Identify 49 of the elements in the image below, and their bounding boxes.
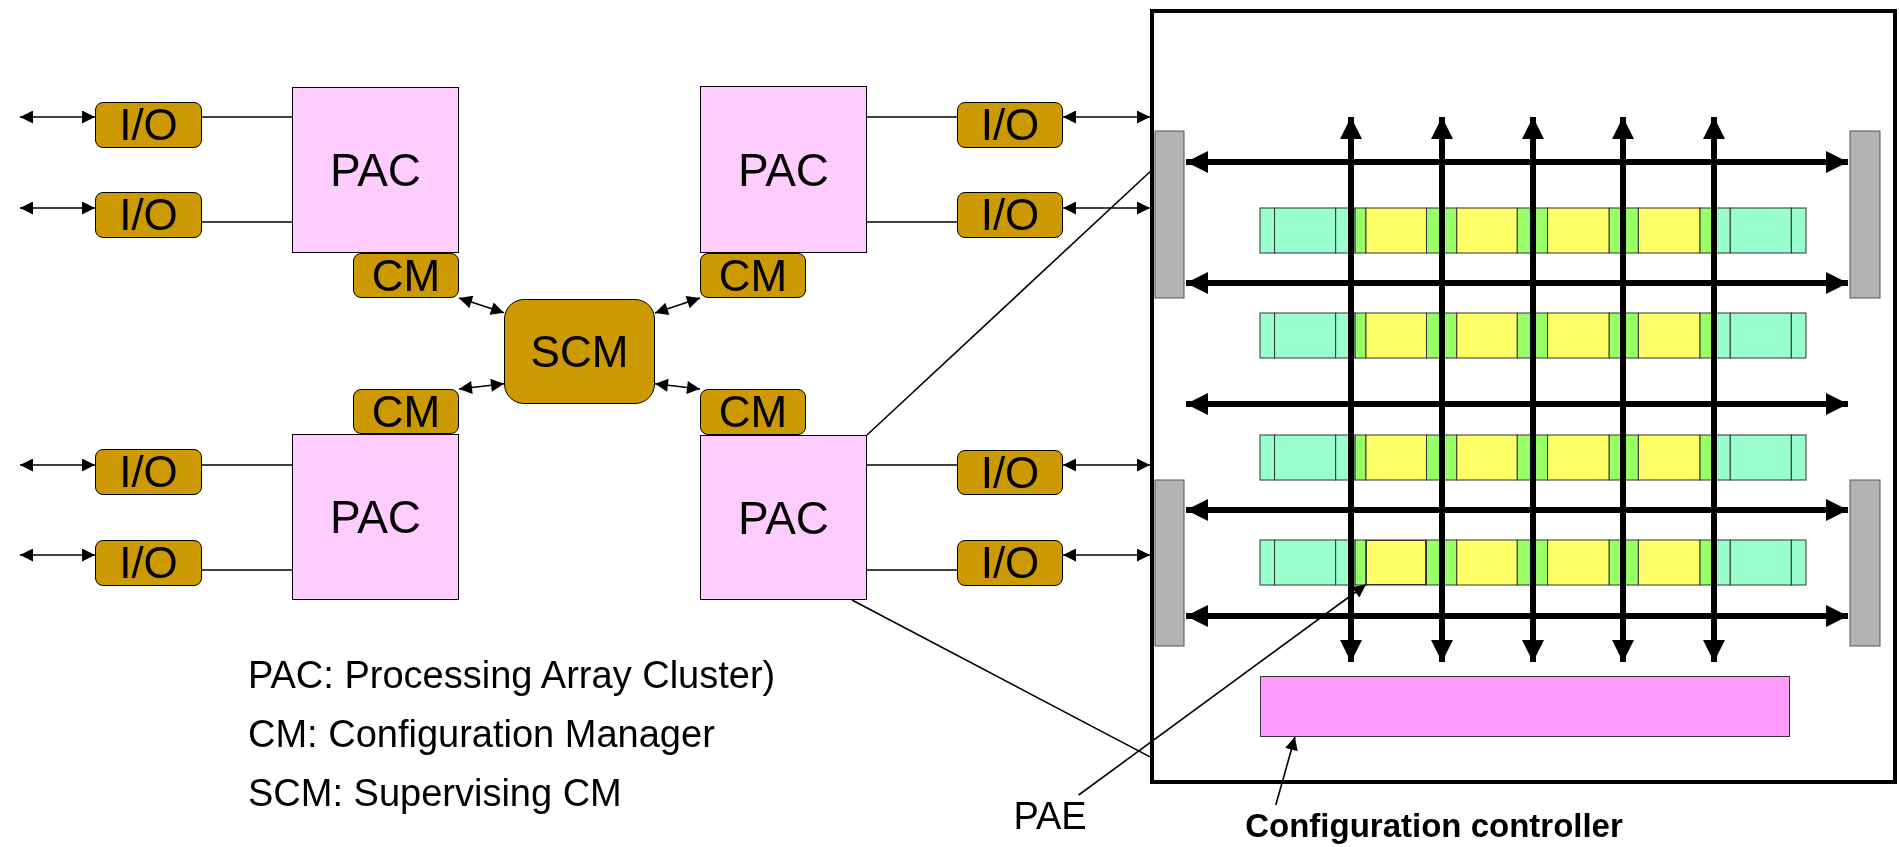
configuration-controller-label: Configuration controller (1188, 805, 1680, 845)
io-port: I/O (95, 102, 202, 148)
zoom-line (851, 599, 1151, 758)
io-port: I/O (957, 192, 1063, 238)
io-port: I/O (95, 449, 202, 495)
io-port: I/O (957, 540, 1063, 586)
connector-line (866, 464, 958, 466)
double-arrow (19, 458, 96, 472)
double-arrow (654, 295, 701, 315)
processing-array-cluster: PAC (700, 435, 867, 600)
processing-array-cluster: PAC (292, 434, 459, 600)
zoom-frame (1150, 9, 1897, 784)
io-port: I/O (95, 540, 202, 586)
io-port: I/O (957, 102, 1063, 148)
legend-note: CM: Configuration Manager (248, 715, 715, 753)
pae-label: PAE (1003, 795, 1097, 837)
double-arrow (1062, 110, 1151, 124)
configuration-manager: CM (353, 389, 459, 434)
double-arrow (1062, 201, 1151, 215)
double-arrow (458, 378, 505, 394)
connector-line (866, 221, 958, 223)
configuration-manager: CM (353, 253, 459, 298)
supervising-manager: SCM (504, 299, 655, 404)
double-arrow (1062, 458, 1151, 472)
io-port: I/O (957, 450, 1063, 495)
connector-line (201, 116, 293, 118)
leader-arrow (1077, 583, 1367, 796)
connector-line (201, 569, 293, 571)
processing-array-cluster: PAC (700, 86, 867, 253)
connector-line (866, 569, 958, 571)
double-arrow (19, 201, 96, 215)
legend-note: SCM: Supervising CM (248, 774, 622, 812)
legend-note: PAC: Processing Array Cluster) (248, 656, 776, 694)
double-arrow (19, 548, 96, 562)
zoom-line (866, 170, 1151, 436)
connector-line (201, 464, 293, 466)
double-arrow (1062, 548, 1151, 562)
processing-array-cluster: PAC (292, 87, 459, 253)
connector-line (866, 116, 958, 118)
double-arrow (19, 110, 96, 124)
configuration-controller-bar (1260, 676, 1790, 737)
leader-arrow (1275, 736, 1298, 806)
pae-cell (1366, 540, 1426, 585)
io-port: I/O (95, 192, 202, 238)
configuration-manager: CM (700, 389, 806, 435)
configuration-manager: CM (700, 253, 806, 298)
connector-line (201, 221, 293, 223)
double-arrow (654, 378, 701, 394)
double-arrow (458, 295, 505, 315)
